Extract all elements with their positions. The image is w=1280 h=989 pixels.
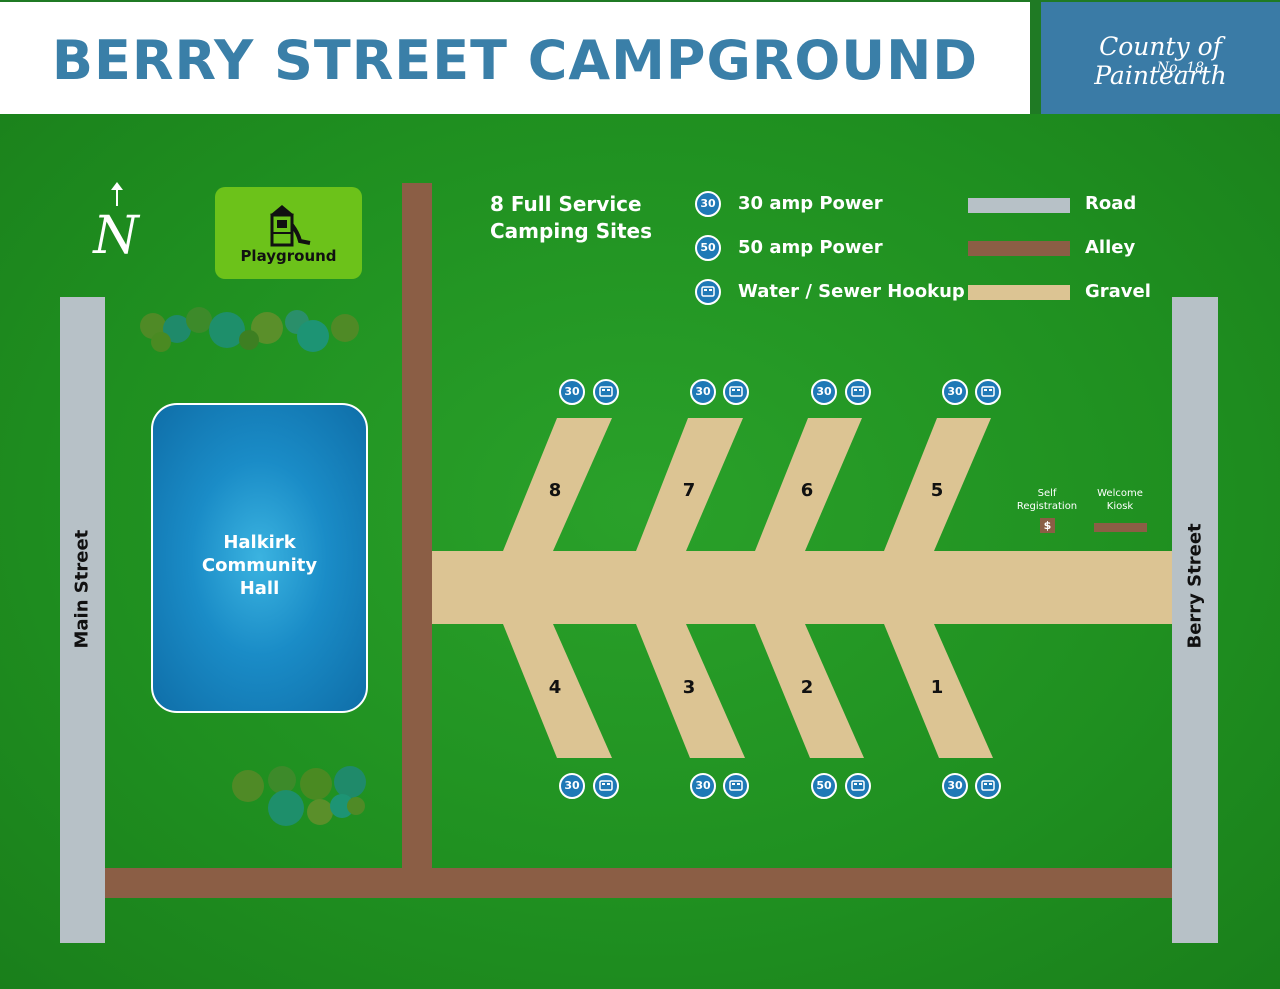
info-heading-line2: Camping Sites [490, 219, 652, 243]
self-registration-box: $ [1040, 518, 1055, 533]
site-1-hookup-icon [975, 773, 1001, 799]
site-number-2: 2 [800, 677, 814, 698]
welcome-kiosk-label: Welcome Kiosk [1097, 488, 1143, 512]
legend-hookup-label: Water / Sewer Hookup [738, 281, 965, 302]
legend-30amp-label: 30 amp Power [738, 193, 883, 214]
north-arrow-icon [111, 182, 123, 206]
title-panel: BERRY STREET CAMPGROUND [0, 2, 1030, 114]
legend-30amp-badge: 30 [695, 191, 721, 217]
site-7-hookup-icon [723, 379, 749, 405]
alley-vertical [402, 183, 432, 896]
legend-road-label: Road [1085, 193, 1137, 214]
playground-icon [270, 205, 311, 247]
site-1-power-badge: 30 [942, 773, 968, 799]
site-number-4: 4 [548, 677, 562, 698]
site-number-6: 6 [800, 480, 814, 501]
info-heading-line1: 8 Full Service [490, 192, 642, 216]
playground: Playground [215, 187, 362, 279]
compass-letter: N [93, 206, 139, 266]
site-pad-8 [503, 418, 612, 551]
legend-gravel-label: Gravel [1085, 281, 1151, 302]
site-4-power-badge: 30 [559, 773, 585, 799]
site-7-power-badge: 30 [690, 379, 716, 405]
legend-alley-swatch [968, 241, 1070, 256]
site-pad-4 [503, 624, 612, 758]
site-6-hookup-icon [845, 379, 871, 405]
berry-street-road [1172, 297, 1218, 943]
site-pad-3 [636, 624, 745, 758]
legend-50amp-badge: 50 [695, 235, 721, 261]
page-title: BERRY STREET CAMPGROUND [51, 29, 979, 92]
site-number-3: 3 [682, 677, 696, 698]
site-pad-6 [755, 418, 862, 551]
site-pad-1 [884, 624, 993, 758]
tree-cluster-bottom [232, 766, 366, 826]
site-5-power-badge: 30 [942, 379, 968, 405]
site-pad-7 [636, 418, 743, 551]
site-3-power-badge: 30 [690, 773, 716, 799]
alley-horizontal [105, 868, 1172, 898]
self-registration-label: Self Registration [1016, 488, 1078, 512]
site-pad-2 [755, 624, 864, 758]
community-hall-label: Halkirk Community Hall [201, 532, 318, 599]
gravel-main-drive [432, 551, 1172, 624]
tree-cluster-top [140, 307, 359, 352]
legend-alley-label: Alley [1085, 237, 1136, 258]
legend-hookup-icon [695, 279, 721, 305]
welcome-kiosk [1094, 523, 1147, 532]
header-bar: BERRY STREET CAMPGROUND County of Painte… [0, 0, 1280, 114]
playground-label: Playground [240, 247, 337, 265]
site-2-hookup-icon [845, 773, 871, 799]
main-street-road [60, 297, 105, 943]
site-number-1: 1 [930, 677, 944, 698]
site-8-hookup-icon [593, 379, 619, 405]
logo-county-number: No. 18 [1156, 60, 1205, 76]
site-8-power-badge: 30 [559, 379, 585, 405]
legend-gravel-swatch [968, 285, 1070, 300]
legend-road-swatch [968, 198, 1070, 213]
site-4-hookup-icon [593, 773, 619, 799]
site-number-8: 8 [548, 480, 562, 501]
site-6-power-badge: 30 [811, 379, 837, 405]
site-pad-5 [884, 418, 991, 551]
site-5-hookup-icon [975, 379, 1001, 405]
logo-county-name: County of Paintearth [1094, 32, 1227, 90]
legend-50amp-label: 50 amp Power [738, 237, 883, 258]
county-logo: County of Paintearth No. 18 [1041, 2, 1280, 114]
north-arrow: N [86, 180, 146, 270]
site-3-hookup-icon [723, 773, 749, 799]
site-number-5: 5 [930, 480, 944, 501]
site-2-power-badge: 50 [811, 773, 837, 799]
site-number-7: 7 [682, 480, 696, 501]
community-hall: Halkirk Community Hall [151, 403, 368, 713]
